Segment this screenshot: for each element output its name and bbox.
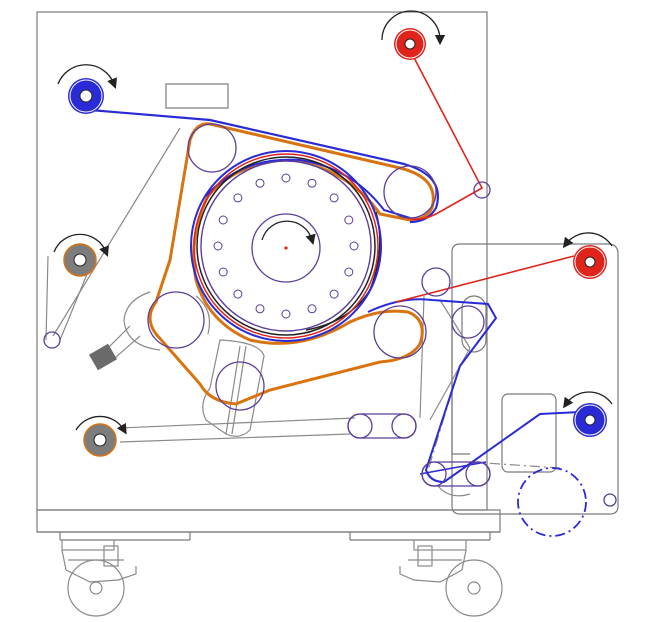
red-web-top [407, 49, 484, 221]
drum-bolt-hole [213, 241, 223, 251]
drum-bolt-hole [233, 289, 243, 299]
roller-left [147, 291, 205, 349]
rotation-arrow-icon [75, 415, 127, 435]
drum-wrap-red [193, 153, 379, 339]
red-reel-top-right [381, 10, 446, 60]
drum-bolt-hole [281, 173, 291, 183]
drum-bolt-hole [344, 215, 354, 225]
control-panel [165, 83, 229, 109]
roller-top-left [187, 123, 237, 173]
roller-right [373, 305, 427, 359]
base-plinth [36, 509, 501, 533]
drum-hub [251, 213, 321, 283]
dashed-reel-outline [517, 467, 587, 537]
roller-red-idler [473, 181, 491, 199]
rotation-arrow-icon [53, 233, 109, 257]
reels [53, 10, 613, 457]
rotation-arrow-icon [381, 10, 446, 46]
drum-wrap-black [196, 156, 376, 336]
roller-top-right [383, 165, 437, 219]
machine-frame [36, 11, 619, 541]
guide-plate [88, 343, 118, 371]
orange-web-loop [148, 122, 435, 406]
rotation-arrow-icon [563, 391, 613, 409]
rotation-arrow-icon [562, 232, 613, 249]
roller-small-right [603, 493, 617, 507]
right-housing [451, 243, 619, 515]
wheel-left [67, 559, 125, 617]
right-housing-slot [501, 393, 557, 473]
swing-arm [202, 339, 265, 437]
roller-idler-2 [451, 305, 485, 339]
blue-reel-top-left [57, 64, 117, 114]
blue-web-lower [367, 298, 581, 484]
drum-bolt-hole [218, 267, 228, 277]
roller-bottom [215, 361, 265, 411]
drum-bolt-hole [349, 241, 359, 251]
drum-body [200, 160, 372, 332]
drum-bolt-hole [344, 267, 354, 277]
orange-web [148, 122, 435, 406]
gray-reel-bottom-left [75, 415, 127, 457]
drum-wrap-blue [190, 150, 382, 342]
roller-small-left [43, 331, 61, 349]
drum-center [284, 246, 288, 250]
roller-idler-1 [421, 267, 451, 297]
drum-bolt-hole [218, 215, 228, 225]
drum-bolt-hole [329, 193, 339, 203]
drum-bolt-hole [255, 178, 265, 188]
gray-reel-left [53, 233, 109, 277]
rollers [43, 123, 617, 537]
caster-left [61, 539, 137, 617]
red-web [395, 49, 575, 303]
blue-reel-bottom-right [563, 391, 613, 437]
drum-bolt-hole [281, 309, 291, 319]
drum-bolt-hole [329, 289, 339, 299]
main-drum [190, 150, 382, 342]
drum-rotation-arrow [261, 220, 316, 245]
drum-bolt-hole [307, 304, 317, 314]
red-reel-right [562, 232, 613, 279]
caster-right [399, 539, 503, 617]
drum-bolt-hole [307, 178, 317, 188]
wheel-right [445, 559, 503, 617]
rotation-arrow-icon [57, 64, 117, 89]
drum-bolt-hole [255, 304, 265, 314]
drum-bolts [213, 173, 359, 319]
red-web-right [395, 255, 575, 303]
drum-bolt-hole [233, 193, 243, 203]
